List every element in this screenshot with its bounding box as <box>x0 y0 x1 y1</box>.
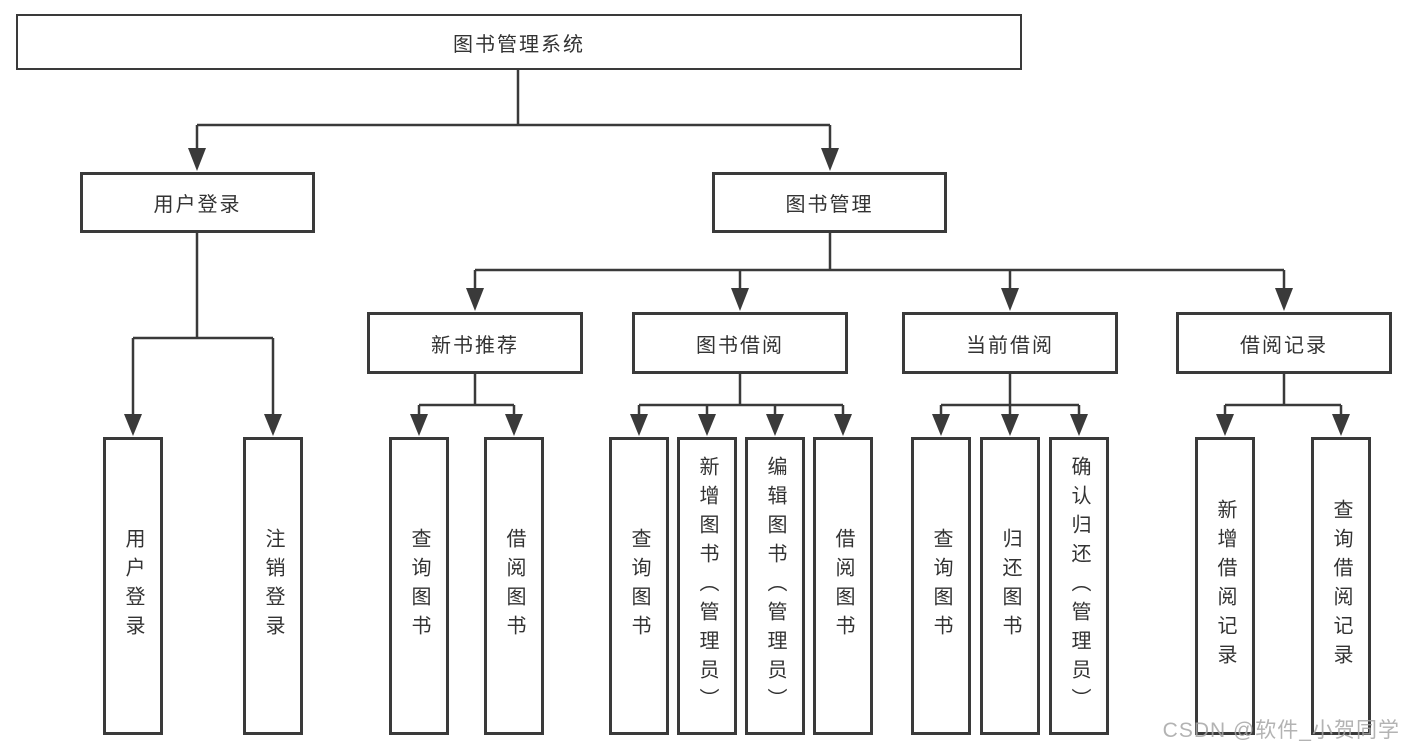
leaf-cb-return-books: 归还图书 <box>980 437 1040 735</box>
arrow-down-icon <box>410 414 428 436</box>
leaf-cb-confirm-return-admin: 确认归还（管理员） <box>1049 437 1109 735</box>
leaf-bb-add-books-admin-label: 新增图书（管理员） <box>696 455 718 717</box>
node-root: 图书管理系统 <box>16 14 1022 70</box>
node-new-book-recommendation-label: 新书推荐 <box>431 334 519 357</box>
connector-paths <box>131 68 1343 414</box>
leaf-cb-return-books-label: 归还图书 <box>999 528 1021 644</box>
arrow-down-icon <box>505 414 523 436</box>
leaf-nb-query-books-label: 查询图书 <box>408 528 430 644</box>
arrow-down-icon <box>1001 288 1019 311</box>
node-book-management-label: 图书管理 <box>785 194 874 216</box>
node-current-borrowing-label: 当前借阅 <box>966 334 1054 357</box>
leaf-nb-borrow-books-label: 借阅图书 <box>503 528 525 644</box>
arrow-down-icon <box>1332 414 1350 436</box>
arrow-down-icon <box>630 414 648 436</box>
node-borrowing-records-label: 借阅记录 <box>1240 334 1328 357</box>
node-new-book-recommendation: 新书推荐 <box>367 312 583 374</box>
connector-root-to-level2 <box>195 68 832 148</box>
leaf-br-query-record-label: 查询借阅记录 <box>1330 499 1352 673</box>
leaf-cb-query-books: 查询图书 <box>911 437 971 735</box>
node-book-borrowing: 图书借阅 <box>632 312 848 374</box>
leaf-cb-query-books-label: 查询图书 <box>930 528 952 644</box>
leaf-logout-label: 注销登录 <box>262 528 284 644</box>
leaf-nb-borrow-books: 借阅图书 <box>484 437 544 735</box>
leaf-br-add-record: 新增借阅记录 <box>1195 437 1255 735</box>
node-root-label: 图书管理系统 <box>453 33 585 56</box>
leaf-bb-borrow-books-label: 借阅图书 <box>832 528 854 644</box>
connector-borrowing-records-children <box>1223 374 1343 414</box>
arrow-down-icon <box>1070 414 1088 436</box>
leaf-bb-query-books-label: 查询图书 <box>628 528 650 644</box>
leaf-bb-borrow-books: 借阅图书 <box>813 437 873 735</box>
arrow-down-icon <box>834 414 852 436</box>
node-book-management: 图书管理 <box>712 172 947 233</box>
arrow-down-icon <box>1275 288 1293 311</box>
leaf-user-login-label: 用户登录 <box>122 528 144 644</box>
arrow-down-icon <box>821 148 839 171</box>
leaf-logout: 注销登录 <box>243 437 303 735</box>
arrow-down-icon <box>932 414 950 436</box>
watermark: CSDN @软件_小贺同学 <box>1162 719 1400 742</box>
arrow-down-icon <box>731 288 749 311</box>
arrow-down-icon <box>698 414 716 436</box>
node-current-borrowing: 当前借阅 <box>902 312 1118 374</box>
node-user-login-label: 用户登录 <box>153 194 242 216</box>
leaf-bb-query-books: 查询图书 <box>609 437 669 735</box>
arrow-down-icon <box>466 288 484 311</box>
leaf-user-login: 用户登录 <box>103 437 163 735</box>
leaf-bb-edit-books-admin-label: 编辑图书（管理员） <box>764 455 786 717</box>
connector-user-login-children <box>131 233 275 414</box>
connector-book-management-children <box>473 233 1286 289</box>
leaf-cb-confirm-return-admin-label: 确认归还（管理员） <box>1068 455 1090 717</box>
connector-book-borrowing-children <box>637 374 845 414</box>
node-user-login: 用户登录 <box>80 172 315 233</box>
leaf-bb-add-books-admin: 新增图书（管理员） <box>677 437 737 735</box>
leaf-br-add-record-label: 新增借阅记录 <box>1214 499 1236 673</box>
arrow-down-icon <box>264 414 282 436</box>
leaf-bb-edit-books-admin: 编辑图书（管理员） <box>745 437 805 735</box>
leaf-br-query-record: 查询借阅记录 <box>1311 437 1371 735</box>
connector-new-book-recommendation-children <box>417 374 516 414</box>
node-book-borrowing-label: 图书借阅 <box>696 334 784 357</box>
leaf-nb-query-books: 查询图书 <box>389 437 449 735</box>
arrow-down-icon <box>1216 414 1234 436</box>
arrow-down-icon <box>766 414 784 436</box>
node-borrowing-records: 借阅记录 <box>1176 312 1392 374</box>
arrowheads <box>124 148 1350 436</box>
arrow-down-icon <box>124 414 142 436</box>
arrow-down-icon <box>1001 414 1019 436</box>
connector-current-borrowing-children <box>939 374 1081 414</box>
arrow-down-icon <box>188 148 206 171</box>
